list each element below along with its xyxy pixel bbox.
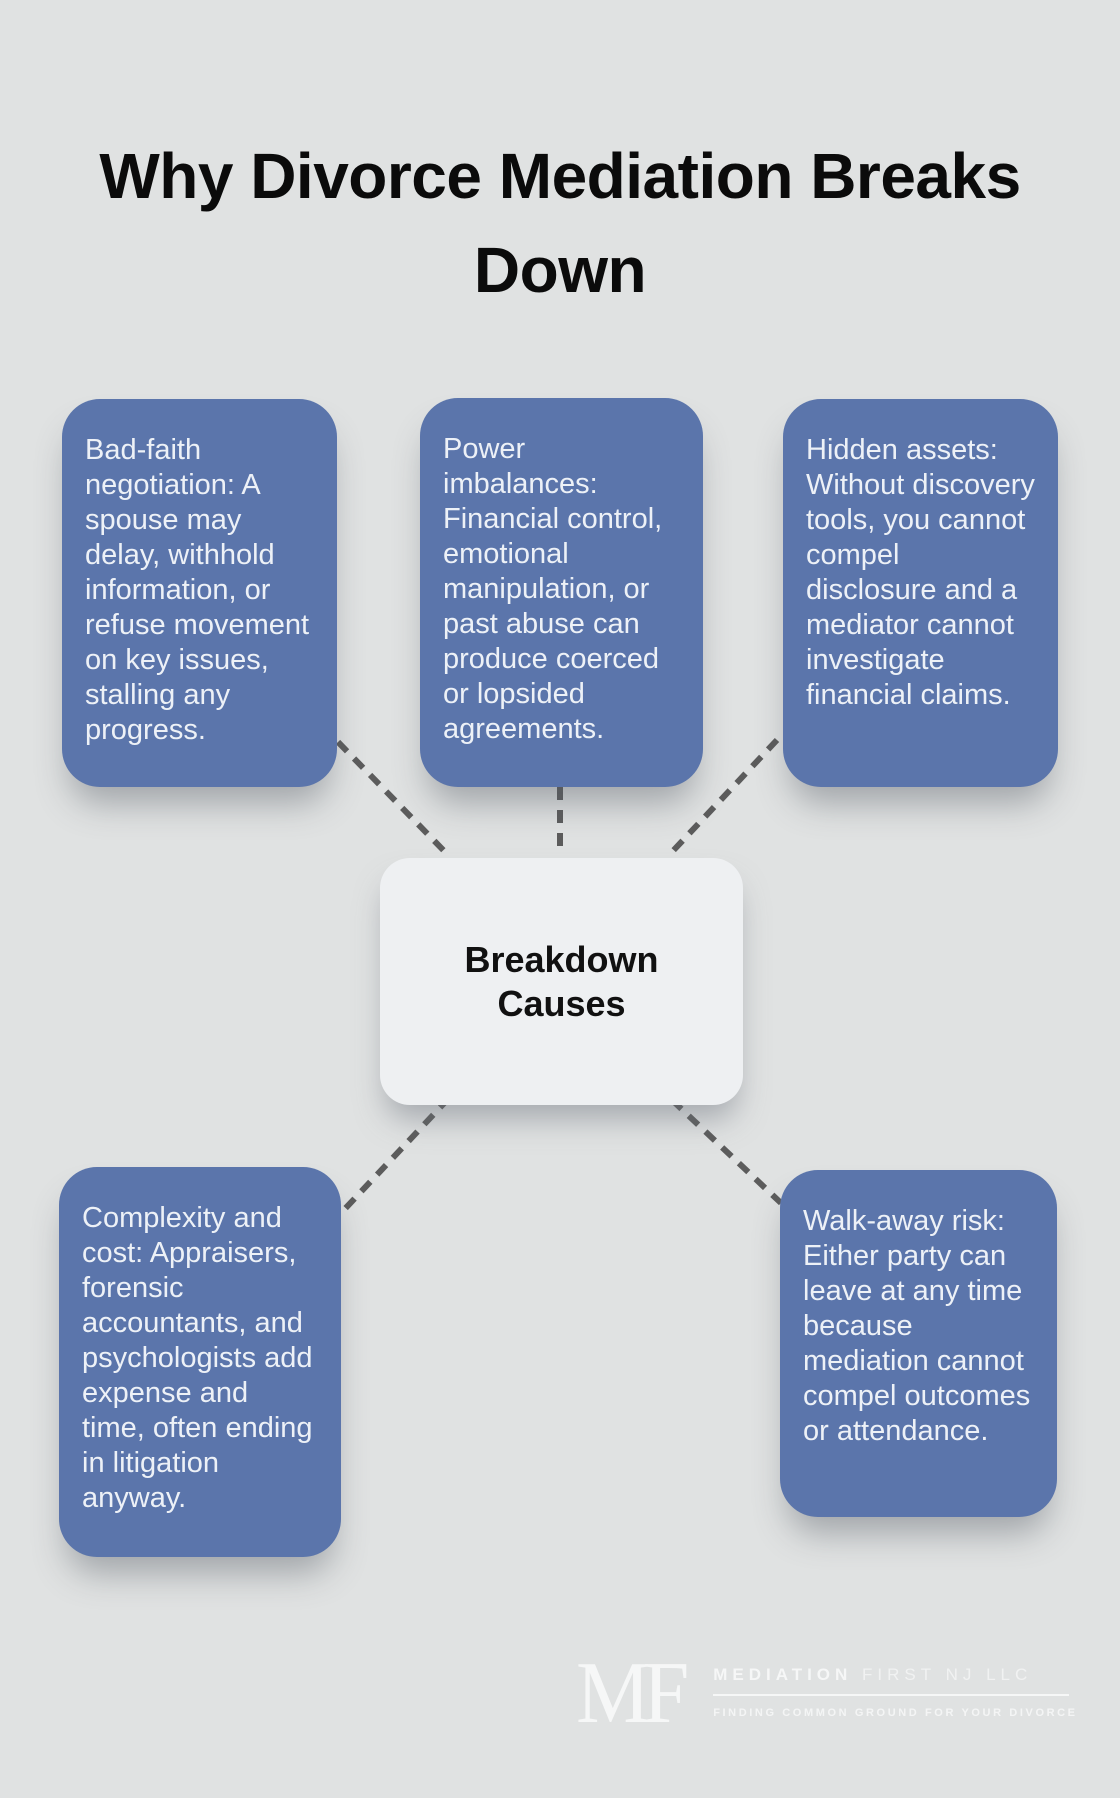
cause-card-bad-faith-negotiation: Bad-faith negotiation: A spouse may dela… — [62, 399, 337, 787]
center-node-label: Breakdown Causes — [464, 938, 659, 1024]
brand-tagline: FINDING COMMON GROUND FOR YOUR DIVORCE — [713, 1707, 1078, 1719]
brand-logo: MF MEDIATION FIRST NJ LLC FINDING COMMON… — [576, 1645, 1078, 1742]
brand-name: MEDIATION FIRST NJ LLC — [713, 1665, 1077, 1685]
connector-complexity-cost — [339, 1095, 452, 1215]
brand-text-block: MEDIATION FIRST NJ LLC FINDING COMMON GR… — [713, 1656, 1077, 1719]
page-title: Why Divorce Mediation Breaks Down — [99, 139, 1021, 306]
cause-card-complexity-and-cost: Complexity and cost: Appraisers, forensi… — [59, 1167, 341, 1557]
cause-card-power-imbalances: Power imbalances: Financial control, emo… — [420, 398, 703, 787]
brand-name-primary: MEDIATION — [713, 1665, 853, 1684]
brand-monogram: MF — [576, 1645, 689, 1742]
center-node: Breakdown Causes — [380, 858, 743, 1105]
cause-card-hidden-assets: Hidden assets: Without discovery tools, … — [783, 399, 1058, 787]
brand-name-secondary: FIRST NJ LLC — [862, 1665, 1033, 1684]
connector-walk-away-risk — [669, 1097, 784, 1206]
brand-divider-rule — [713, 1694, 1070, 1696]
cause-card-walk-away-risk: Walk-away risk: Either party can leave a… — [780, 1170, 1057, 1517]
